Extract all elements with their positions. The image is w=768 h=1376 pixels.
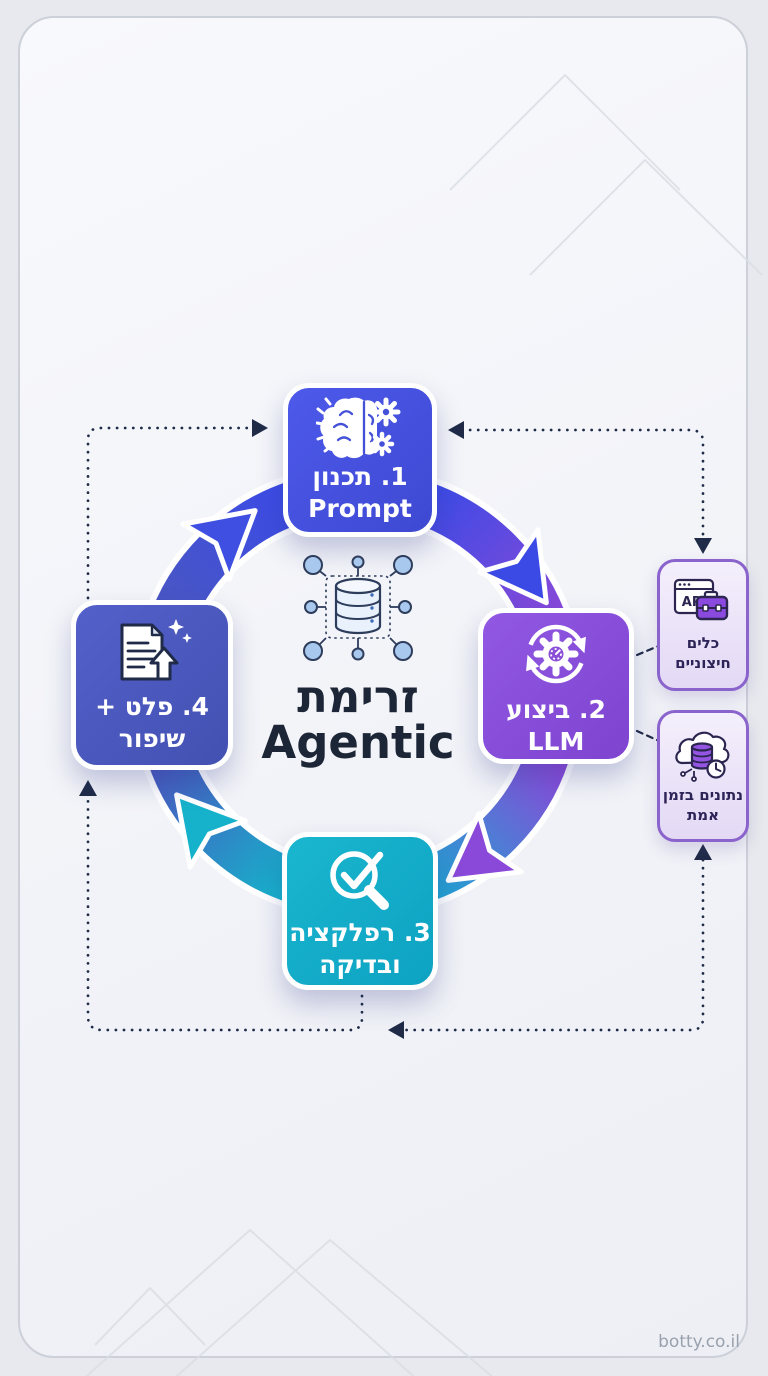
brain-gears-icon <box>316 397 401 458</box>
background-decorations <box>85 74 763 1376</box>
side-box-label: נתונים בזמן <box>662 785 744 804</box>
step-card-output: 4. פלט + שיפור <box>71 600 233 770</box>
step-sublabel: ובדיקה <box>319 950 401 979</box>
diagram-title-english: Agentic <box>261 716 455 769</box>
connector-planning-arrowhead-icon <box>448 421 464 439</box>
connector-planning-tools <box>460 428 705 542</box>
connector-reflection-arrowhead-icon <box>388 1021 404 1039</box>
step-card-llm-execution: 2. ביצוע LLM <box>478 608 634 764</box>
diagram-title-hebrew: זרימת <box>297 670 419 723</box>
database-network-icon <box>303 555 413 661</box>
cycle-arrowhead-3-4-icon <box>174 792 248 870</box>
cloud-database-clock-icon <box>675 731 730 782</box>
connector-output-to-planning-arrowhead-icon <box>252 419 268 437</box>
connector-data-reflection <box>396 858 705 1032</box>
step-card-reflection: 3. רפלקציה ובדיקה <box>282 832 438 990</box>
connector-tools-arrowhead-icon <box>694 538 712 554</box>
document-improve-icon <box>120 618 192 680</box>
step-label: 3. רפלקציה <box>289 917 431 947</box>
step-label: 1. תכנון <box>312 461 408 491</box>
side-box-label: כלים <box>686 633 720 652</box>
connectors <box>79 419 712 1039</box>
cycle-arrowhead-1-2-icon <box>477 527 549 606</box>
watermark: botty.co.il <box>658 1332 740 1352</box>
step-card-planning: 1. תכנון Prompt <box>283 383 437 537</box>
step-sublabel: LLM <box>527 727 585 756</box>
step-label: 4. פלט + <box>95 691 209 721</box>
api-briefcase-icon: API <box>673 578 729 620</box>
side-box-external-tools: API כלים חיצוניים <box>657 559 749 691</box>
connector-data-arrowhead-icon <box>694 844 712 860</box>
cycle-arrowhead-4-1-icon <box>180 508 258 582</box>
connector-output-to-planning <box>86 426 256 600</box>
step-sublabel: שיפור <box>118 724 186 753</box>
connector-reflection-to-output-arrowhead-icon <box>79 780 97 796</box>
side-box-sublabel: אמת <box>686 806 720 824</box>
step-sublabel: Prompt <box>308 494 412 523</box>
cycle-arc-2-3 <box>412 746 569 903</box>
step-label: 2. ביצוע <box>506 694 606 724</box>
side-box-realtime-data: נתונים בזמן אמת <box>657 710 749 842</box>
side-box-sublabel: חיצוניים <box>675 654 731 672</box>
gear-sync-icon <box>526 624 586 683</box>
cycle-arrowhead-2-3-icon <box>445 811 524 883</box>
magnifier-check-icon <box>330 850 389 910</box>
